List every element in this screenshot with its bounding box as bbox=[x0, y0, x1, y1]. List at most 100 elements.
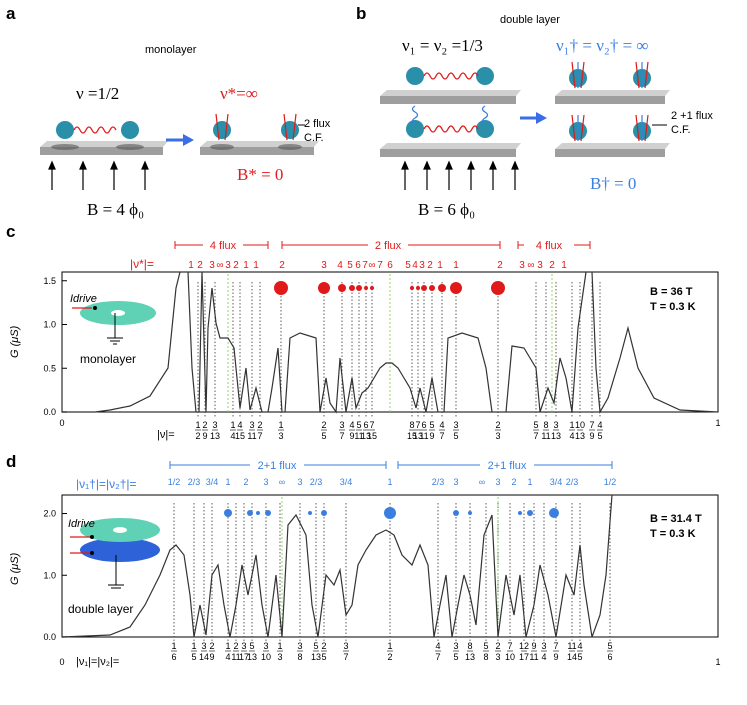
fraction-den: 17 bbox=[239, 652, 249, 662]
panel-b-nu: ν₁ = ν₂ =1/3 bbox=[402, 36, 483, 55]
cf-dot-marker bbox=[491, 281, 505, 295]
top-tick-label: 3/4 bbox=[550, 477, 563, 487]
fraction-den: 5 bbox=[577, 652, 582, 662]
panel-a-b-star: B* = 0 bbox=[237, 165, 284, 184]
cf-dot-marker bbox=[321, 510, 327, 516]
cf-dot-marker bbox=[318, 282, 330, 294]
cf-dot-marker bbox=[349, 285, 355, 291]
top-tick-label: 2/3 bbox=[188, 477, 201, 487]
top-tick-label: 4 bbox=[412, 260, 418, 271]
fraction-den: 9 bbox=[209, 652, 214, 662]
fraction-num: 3 bbox=[553, 420, 558, 430]
fraction-den: 13 bbox=[210, 431, 220, 441]
top-tick-label: 4 bbox=[337, 260, 343, 271]
fraction-den: 3 bbox=[278, 431, 283, 441]
fraction-den: 7 bbox=[533, 431, 538, 441]
fraction-num: 7 bbox=[415, 420, 420, 430]
fraction-den: 5 bbox=[453, 652, 458, 662]
top-tick-label: 3/4 bbox=[206, 477, 219, 487]
top-tick-label: 3 bbox=[209, 260, 215, 271]
top-tick-label: 1 bbox=[561, 260, 567, 271]
cf-dot-marker bbox=[224, 509, 232, 517]
fraction-den: 2 bbox=[387, 652, 392, 662]
fraction-den: 5 bbox=[321, 652, 326, 662]
panel-a-b-field: B = 4 ϕ₀ bbox=[87, 200, 145, 219]
top-tick-label: 1 bbox=[453, 260, 459, 271]
cf-dot-marker bbox=[421, 285, 427, 291]
fraction-den: 11 bbox=[247, 431, 256, 441]
fraction-den: 7 bbox=[435, 652, 440, 662]
fraction-den: 4 bbox=[230, 431, 235, 441]
inset-monolayer-label: monolayer bbox=[80, 352, 136, 366]
fraction-den: 9 bbox=[349, 431, 354, 441]
top-tick-label: 3 bbox=[519, 260, 525, 271]
cf-dot-marker bbox=[370, 286, 374, 290]
y-tick-label: 0.0 bbox=[43, 632, 56, 642]
cf-dot-marker bbox=[338, 284, 346, 292]
top-tick-label: 2 bbox=[233, 260, 239, 271]
y-tick-label: 1.0 bbox=[43, 570, 56, 580]
fraction-den: 15 bbox=[235, 431, 245, 441]
interaction-spring-icon bbox=[73, 126, 117, 134]
top-tick-label: 3 bbox=[537, 260, 543, 271]
top-tick-label: 1/2 bbox=[604, 477, 617, 487]
fraction-num: 7 bbox=[589, 420, 594, 430]
fraction-den: 7 bbox=[257, 431, 262, 441]
top-tick-label: 3 bbox=[225, 260, 231, 271]
conductance-curve bbox=[61, 494, 718, 638]
fraction-den: 4 bbox=[541, 652, 546, 662]
fraction-num: 10 bbox=[575, 420, 585, 430]
panel-a-letter: a bbox=[6, 4, 16, 23]
fraction-num: 3 bbox=[263, 641, 268, 651]
flux-label-right: 4 flux bbox=[536, 240, 563, 252]
fraction-num: 3 bbox=[541, 641, 546, 651]
electron-icon bbox=[56, 121, 74, 139]
y-tick-label: 1.0 bbox=[43, 320, 56, 330]
cf-dot-marker bbox=[429, 285, 435, 291]
inset-doublelayer-label: double layer bbox=[68, 602, 133, 616]
panel-c-letter: c bbox=[6, 222, 16, 241]
fraction-num: 8 bbox=[543, 420, 548, 430]
top-tick-label: 3 bbox=[419, 260, 425, 271]
fraction-num: 11 bbox=[567, 641, 576, 651]
panel-d-letter: d bbox=[6, 452, 17, 471]
panel-a-nu-star: ν*=∞ bbox=[220, 84, 258, 103]
top-tick-label: 3 bbox=[495, 477, 500, 487]
top-tick-label: 2 bbox=[511, 477, 516, 487]
flux-label-right: 2+1 flux bbox=[488, 460, 527, 472]
cf-dot-marker bbox=[356, 285, 362, 291]
flux-label-mid: 2 flux bbox=[375, 240, 402, 252]
y-tick-label: 1.5 bbox=[43, 276, 56, 286]
fraction-num: 1 bbox=[277, 641, 282, 651]
fraction-den: 15 bbox=[367, 431, 377, 441]
fraction-num: 4 bbox=[577, 641, 582, 651]
double-layer-right bbox=[555, 61, 670, 157]
fraction-den: 11 bbox=[231, 652, 240, 662]
fraction-num: 2 bbox=[257, 420, 262, 430]
fraction-den: 5 bbox=[321, 431, 326, 441]
x-max: 1 bbox=[715, 418, 720, 428]
cf-dot-marker bbox=[468, 511, 472, 515]
conductance-curve bbox=[62, 271, 719, 414]
fraction-den: 6 bbox=[607, 652, 612, 662]
fraction-den: 2 bbox=[195, 431, 200, 441]
fraction-num: 1 bbox=[195, 420, 200, 430]
cf-dot-marker bbox=[364, 286, 368, 290]
arrow-right-icon bbox=[183, 134, 194, 146]
fraction-den: 13 bbox=[247, 652, 257, 662]
cf-dot-marker bbox=[384, 507, 396, 519]
panel-b-b-dagger: B† = 0 bbox=[590, 174, 637, 193]
panel-b-nu-dagger: ν₁† = ν₂† = ∞ bbox=[556, 36, 649, 55]
fraction-den: 6 bbox=[171, 652, 176, 662]
cf-dot-marker bbox=[247, 510, 253, 516]
top-tick-label: 2/3 bbox=[432, 477, 445, 487]
top-tick-label: 3 bbox=[321, 260, 327, 271]
cf-dot-marker bbox=[453, 510, 459, 516]
fraction-den: 14 bbox=[567, 652, 577, 662]
top-tick-label: 1/2 bbox=[168, 477, 181, 487]
fraction-num: 2 bbox=[321, 420, 326, 430]
field-arrows-a bbox=[48, 160, 149, 190]
y-tick-label: 0.5 bbox=[43, 363, 56, 373]
fraction-den: 17 bbox=[519, 652, 529, 662]
